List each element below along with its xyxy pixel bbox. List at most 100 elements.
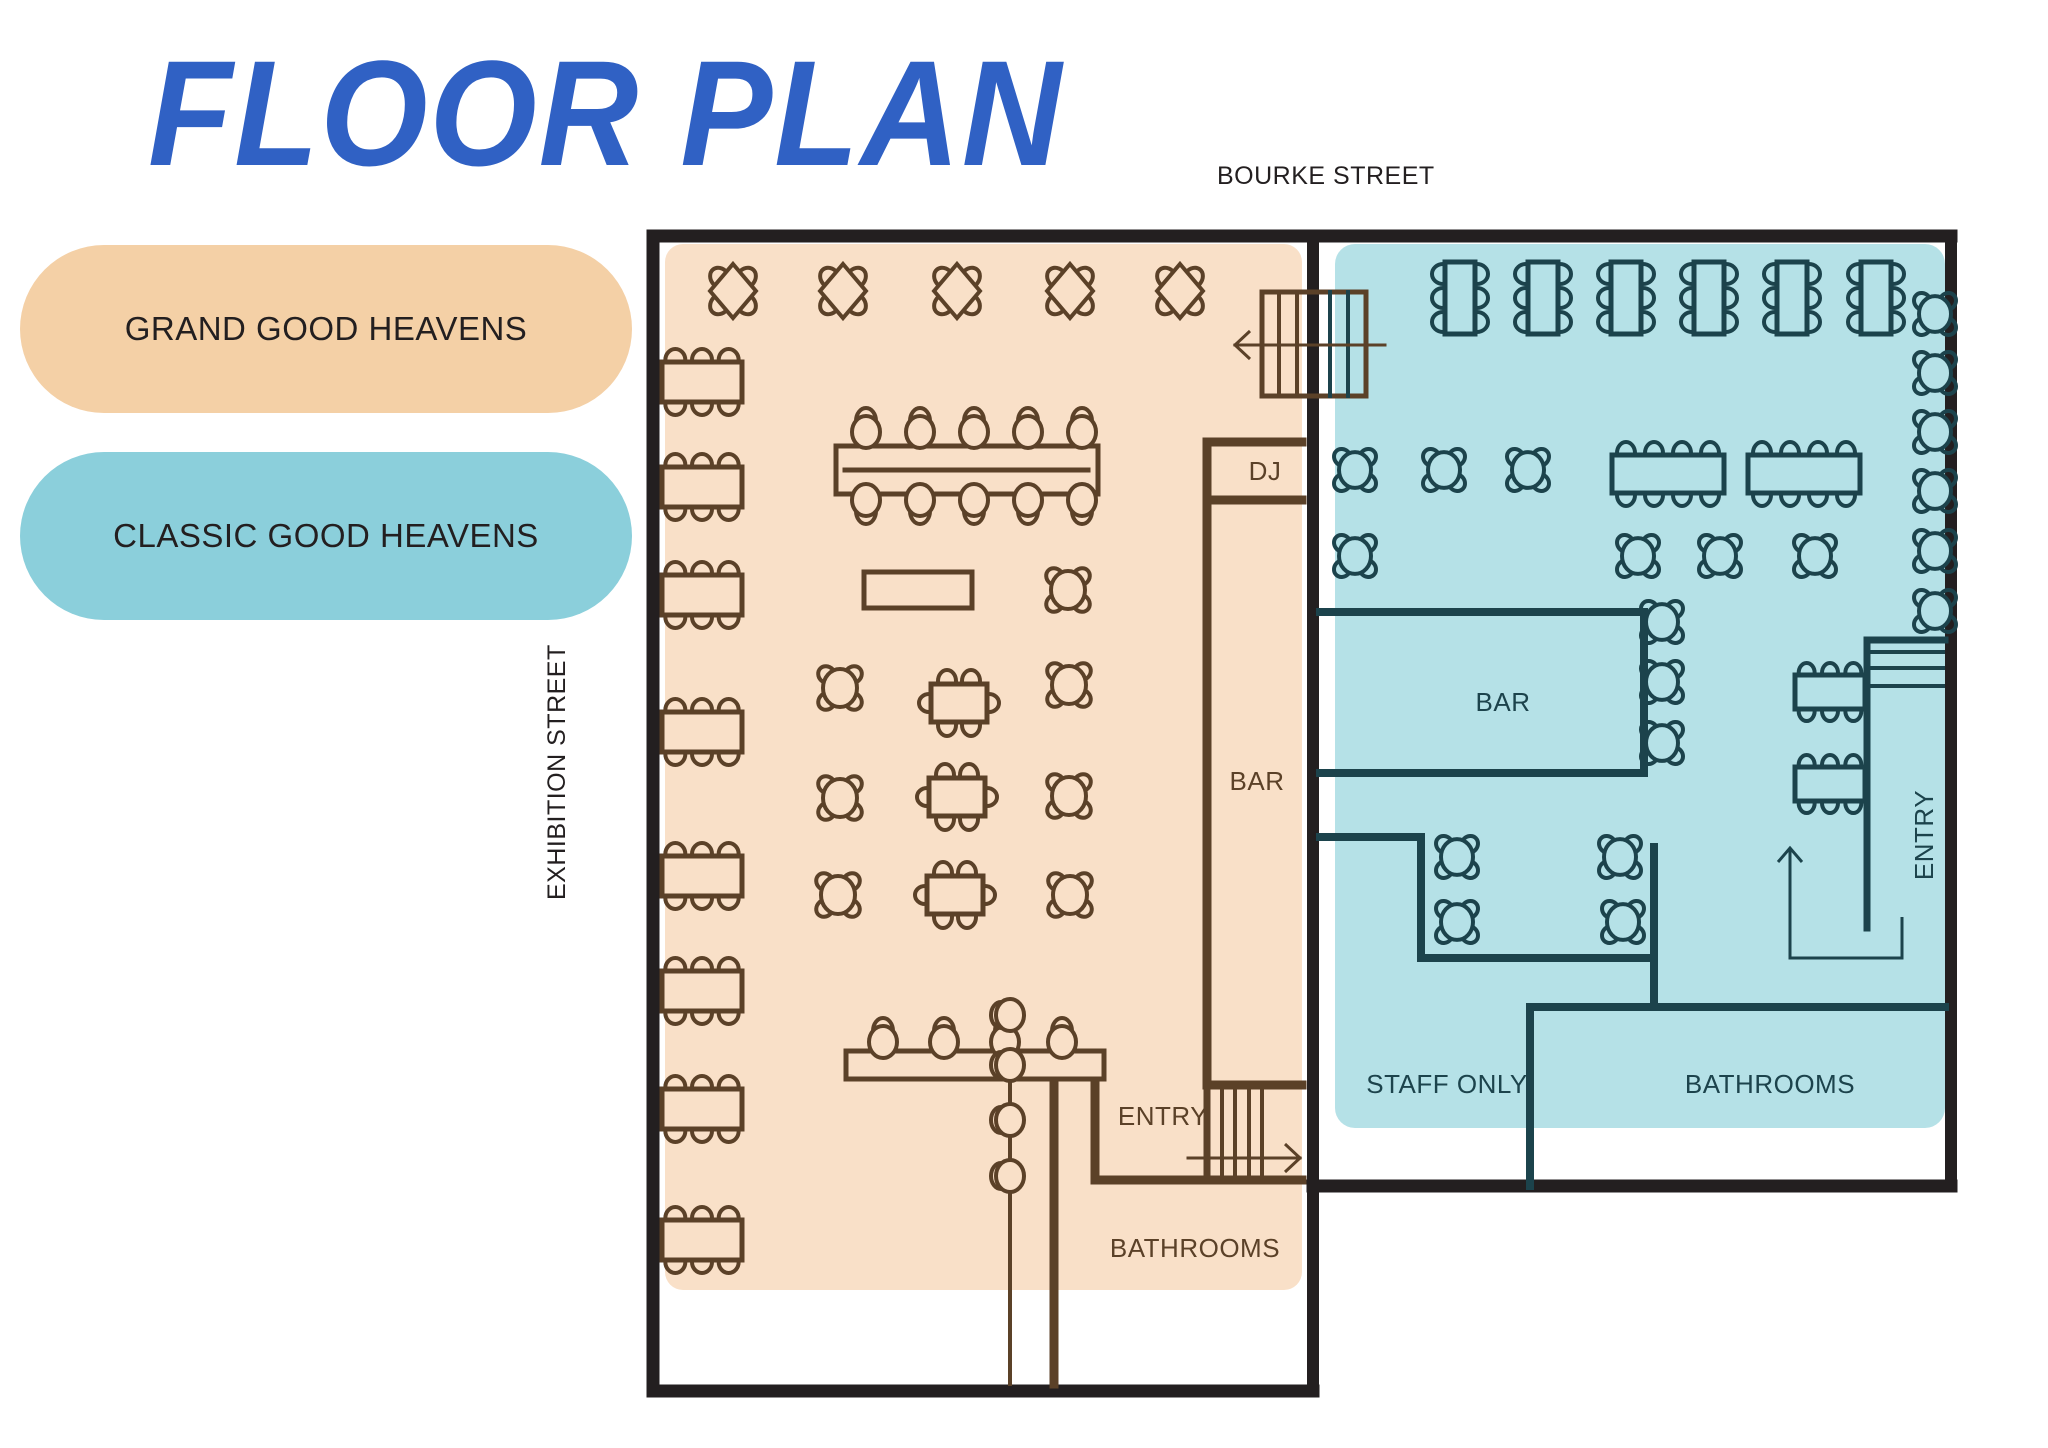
diamond-table-4 <box>1154 260 1206 322</box>
stool <box>1012 414 1044 450</box>
service-table <box>861 569 975 611</box>
table-top <box>659 968 745 1014</box>
table-top <box>1609 452 1727 496</box>
table-top <box>1510 450 1546 490</box>
table-top <box>1644 602 1680 642</box>
round-table-4 <box>1332 447 1378 493</box>
table-top <box>1608 259 1644 337</box>
round-table-4 <box>1434 834 1480 880</box>
table-top <box>1049 568 1087 612</box>
table-top <box>1917 591 1953 631</box>
table-top <box>1426 450 1462 490</box>
round-table-4 <box>1912 409 1958 455</box>
entry-table-6 <box>1792 661 1868 723</box>
table-top <box>1702 536 1738 576</box>
room-labels: DJ BAR ENTRY BATHROOMS BAR ENTRY STAFF O… <box>1110 456 1939 1263</box>
table-top <box>1917 531 1953 571</box>
round-table-4 <box>1332 533 1378 579</box>
diamond-table-4 <box>707 260 759 322</box>
table-top <box>707 260 759 322</box>
round-table-4 <box>814 871 862 919</box>
table-top <box>659 464 745 510</box>
round-table-4 <box>1792 533 1838 579</box>
wall-table-6 <box>659 841 745 911</box>
table-top <box>659 853 745 899</box>
table-top <box>659 1086 745 1132</box>
stool <box>958 414 990 450</box>
table-top <box>1525 259 1561 337</box>
booth-table-6 <box>1846 259 1906 337</box>
table-top <box>659 359 745 405</box>
table-6 <box>913 860 997 930</box>
table-top <box>821 776 859 820</box>
wall-table-6 <box>659 1205 745 1275</box>
round-table-4 <box>1912 528 1958 574</box>
entry-table-6 <box>1792 753 1868 815</box>
label-classic-bathrooms: BATHROOMS <box>1685 1069 1855 1099</box>
counter-bar <box>843 997 1107 1386</box>
booth-table-6 <box>1513 259 1573 337</box>
table-top <box>1691 259 1727 337</box>
wall-table-6 <box>659 697 745 767</box>
stool <box>850 482 882 518</box>
room-fills <box>665 244 1945 1290</box>
table-top <box>1745 452 1863 496</box>
table-top <box>1792 672 1868 712</box>
diamond-table-4 <box>931 260 983 322</box>
round-table-4 <box>1046 871 1094 919</box>
wall-table-6 <box>659 1074 745 1144</box>
booth-table-6 <box>1679 259 1739 337</box>
round-table-4 <box>1505 447 1551 493</box>
round-table-4 <box>1639 659 1685 705</box>
long-table-8 <box>1745 440 1863 508</box>
round-table-4 <box>1045 661 1093 709</box>
label-grand-entry: ENTRY <box>1118 1101 1208 1131</box>
stool <box>994 1158 1026 1194</box>
round-table-4 <box>1597 834 1643 880</box>
stool <box>994 1047 1026 1083</box>
grand-room-fill <box>665 244 1302 1290</box>
diamond-table-4 <box>1044 260 1096 322</box>
wall-table-6 <box>659 956 745 1026</box>
table-top <box>1154 260 1206 322</box>
table-top <box>821 666 859 710</box>
table-top <box>1917 294 1953 334</box>
table-top <box>1439 902 1475 942</box>
table-top <box>928 681 990 725</box>
diamond-table-4 <box>817 260 869 322</box>
long-table-8 <box>1609 440 1727 508</box>
entry-arrow-line <box>1788 850 1904 960</box>
round-table-4 <box>1045 772 1093 820</box>
table-top <box>659 1217 745 1263</box>
wall-table-6 <box>659 560 745 630</box>
table-top <box>931 260 983 322</box>
table-top <box>1644 723 1680 763</box>
table-top <box>659 572 745 618</box>
round-table-4 <box>1912 350 1958 396</box>
table-top <box>1620 536 1656 576</box>
legend-label: GRAND GOOD HEAVENS <box>124 310 528 347</box>
booth-table-6 <box>1596 259 1656 337</box>
table-top <box>1602 837 1638 877</box>
label-dj: DJ <box>1249 456 1282 486</box>
table-top <box>1797 536 1833 576</box>
round-table-4 <box>1639 599 1685 645</box>
stool <box>994 1102 1026 1138</box>
round-table-4 <box>816 774 864 822</box>
legend-label: CLASSIC GOOD HEAVENS <box>113 517 539 554</box>
round-table-4 <box>1615 533 1661 579</box>
stool <box>850 414 882 450</box>
stair-arrow-icon <box>1232 329 1252 361</box>
table-top <box>1605 902 1641 942</box>
stool <box>1066 482 1098 518</box>
round-table-4 <box>1421 447 1467 493</box>
table-top <box>1774 259 1810 337</box>
round-table-4 <box>816 664 864 712</box>
label-classic-entry: ENTRY <box>1909 790 1939 880</box>
table-top <box>1050 774 1088 818</box>
walls <box>646 229 1958 1398</box>
table-top <box>817 260 869 322</box>
round-table-4 <box>1600 899 1646 945</box>
street-label-bourke: BOURKE STREET <box>1217 162 1435 190</box>
